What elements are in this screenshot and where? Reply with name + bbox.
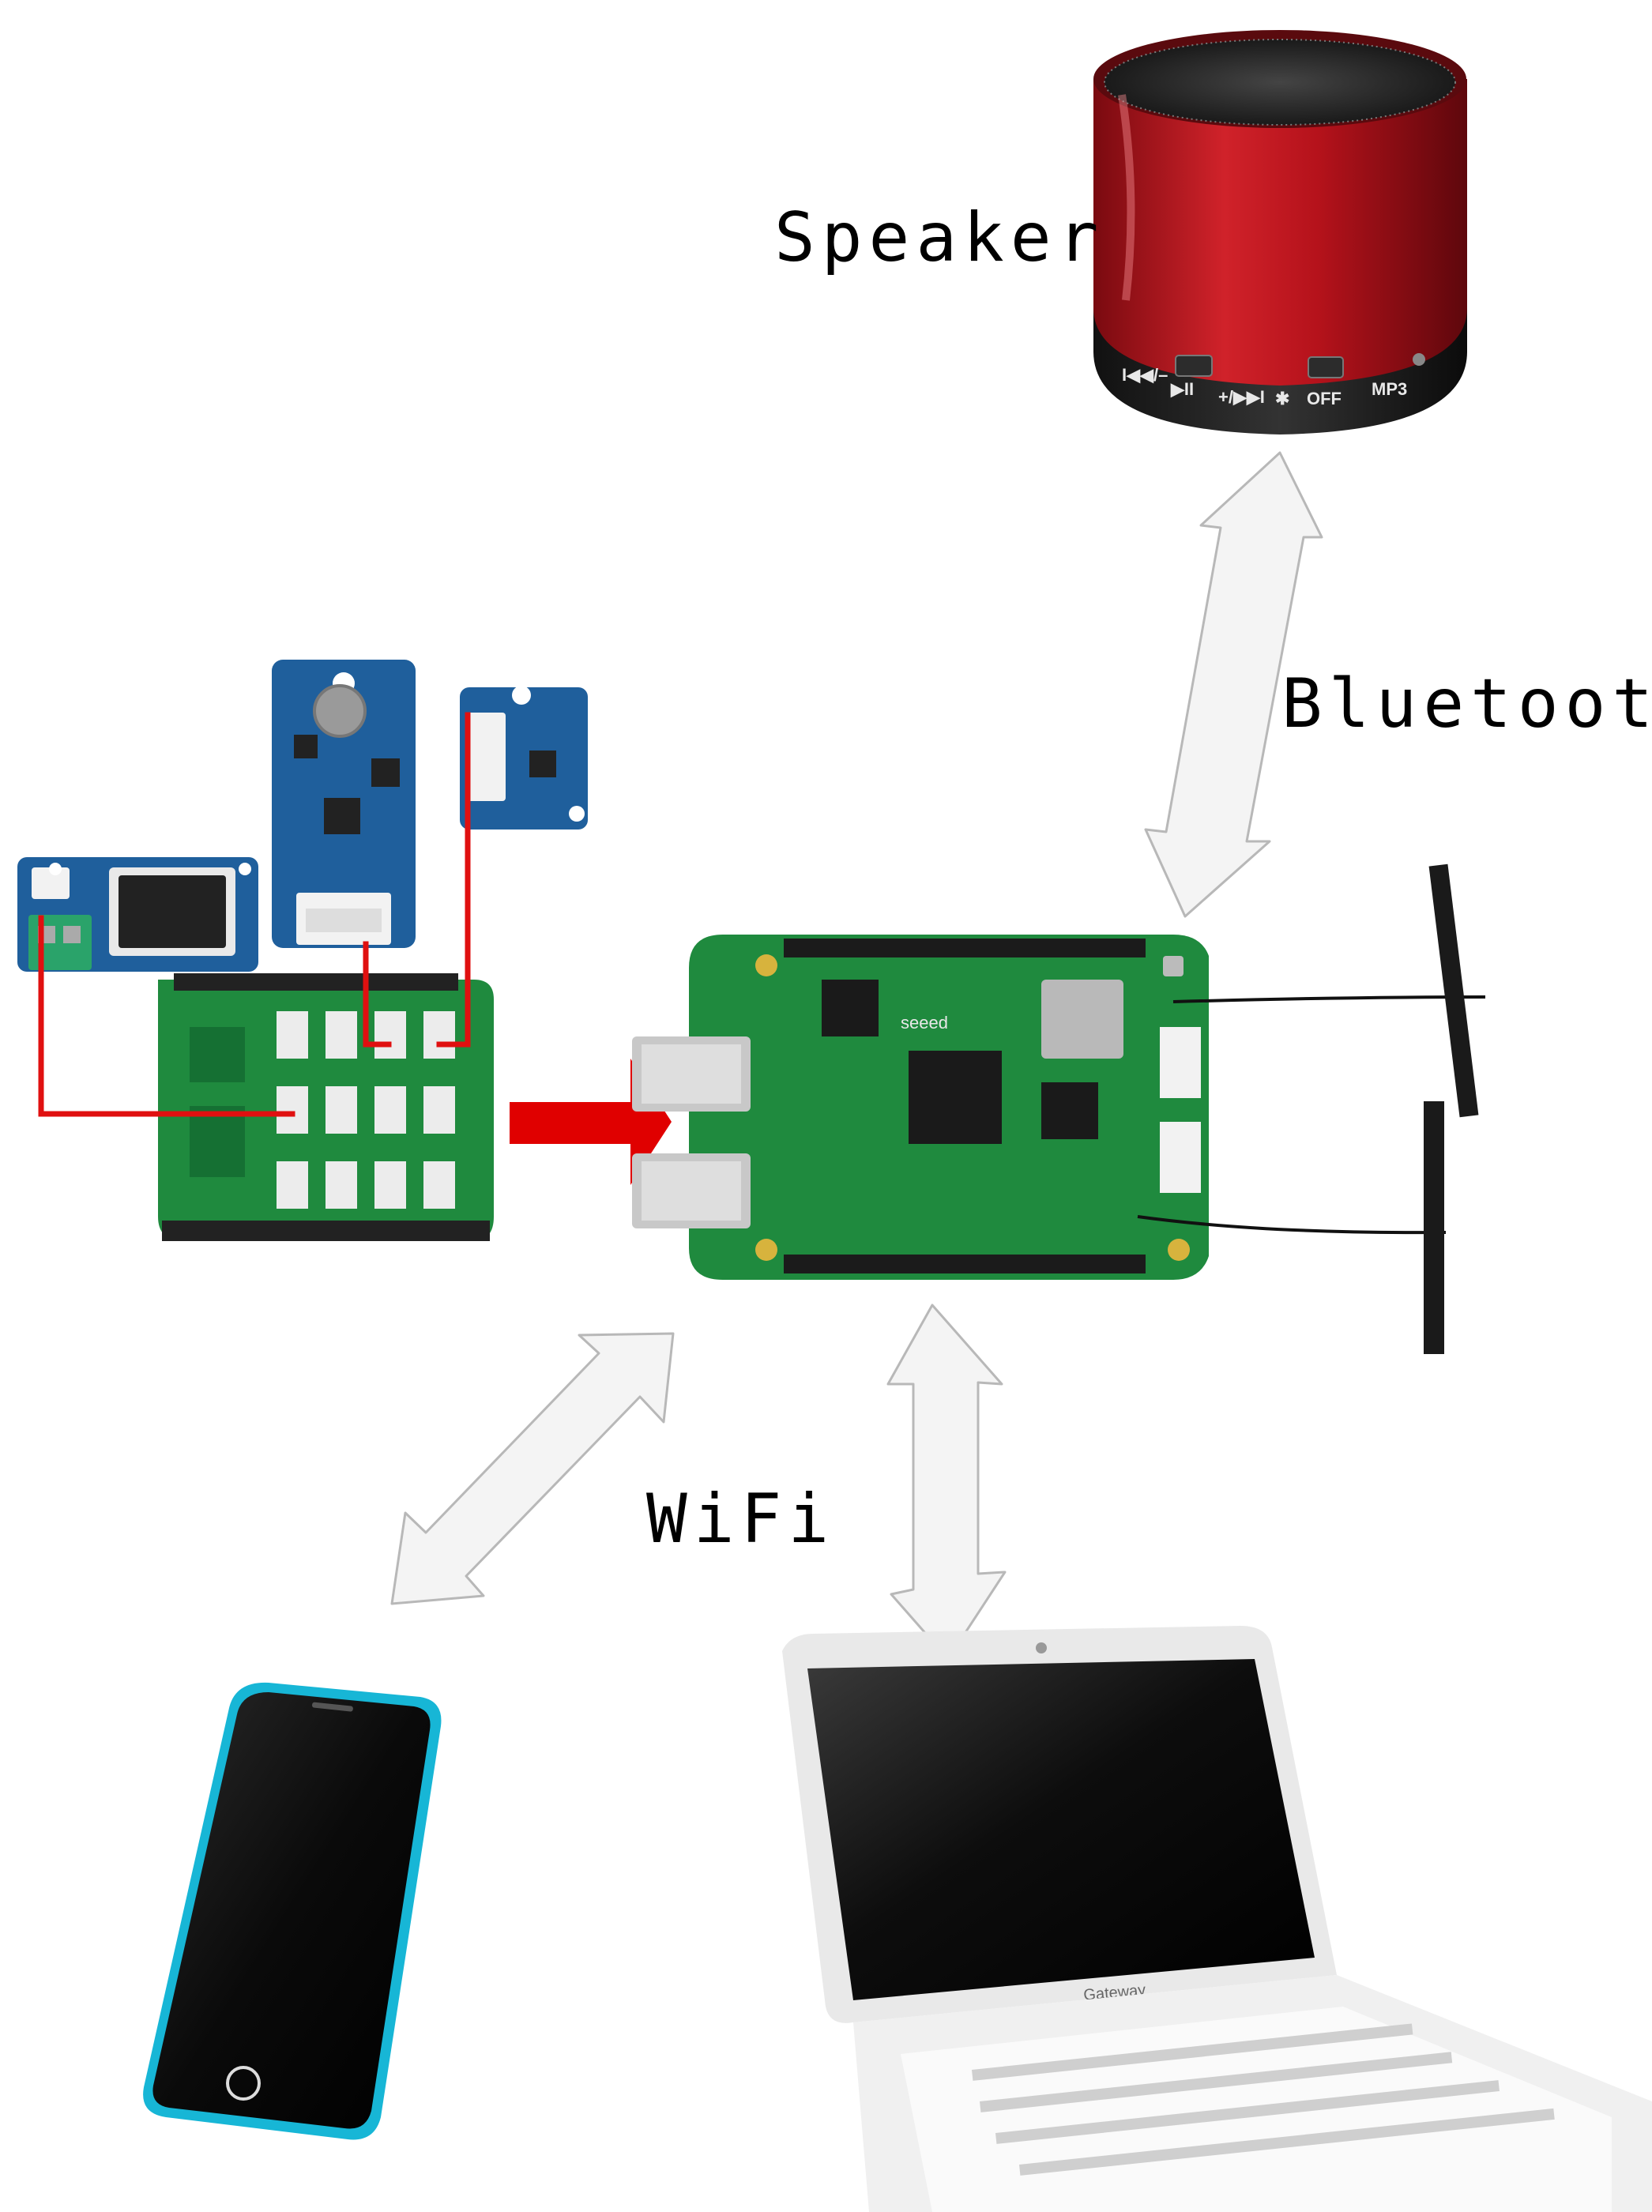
grove-temperature-sensor-module: [460, 686, 588, 830]
wifi-phone-arrow: [390, 1332, 675, 1605]
grove-gas-sensor-module: [272, 660, 416, 948]
bluetooth-double-arrow: [1144, 451, 1323, 918]
top-header: [784, 939, 1146, 957]
sensor-wires: [38, 712, 471, 1117]
speaker-off-label: OFF: [1307, 389, 1342, 408]
smartphone: [143, 1682, 442, 2140]
speaker-label: Speaker: [774, 198, 1105, 277]
wifi-label: WiFi: [646, 1480, 836, 1559]
wifi-laptop-arrow: [886, 1304, 1007, 1661]
grove-relay-module: [17, 857, 258, 972]
speaker-play-label: ▶II: [1170, 379, 1194, 399]
connection-arrows: [390, 451, 1323, 1661]
speaker-prev-label: I◀◀/–: [1122, 365, 1168, 385]
wifi-module: [1041, 980, 1123, 1059]
speaker-mp3-label: MP3: [1372, 379, 1407, 399]
bottom-header: [784, 1255, 1146, 1273]
laptop: Gateway: [782, 1626, 1652, 2212]
board-brand: seeed: [901, 1013, 948, 1033]
speaker-led: [1413, 353, 1425, 366]
grove-port-1: [1160, 1027, 1201, 1098]
grove-base-cape: [158, 973, 494, 1241]
processor-chip: [909, 1051, 1002, 1144]
grove-port-2: [1160, 1122, 1201, 1193]
speaker-slider: [1175, 355, 1213, 377]
speaker-next-label: +/▶▶I: [1218, 387, 1265, 407]
home-button: [226, 2066, 261, 2101]
antenna-1: [1428, 863, 1479, 1118]
wifi-antennas: [1137, 863, 1486, 1354]
speaker-power-switch: [1308, 356, 1344, 378]
antenna-2: [1424, 1101, 1444, 1354]
speaker-bt-label: ✱: [1275, 389, 1289, 408]
bluetooth-label: Bluetooth: [1281, 664, 1652, 743]
beaglebone-green-wireless-board: seeed: [632, 935, 1209, 1280]
connect-arrow: [510, 1059, 672, 1185]
bluetooth-speaker: I◀◀/– ▶II +/▶▶I ✱ OFF MP3: [1093, 30, 1467, 434]
grove-connectors: [277, 1011, 455, 1209]
